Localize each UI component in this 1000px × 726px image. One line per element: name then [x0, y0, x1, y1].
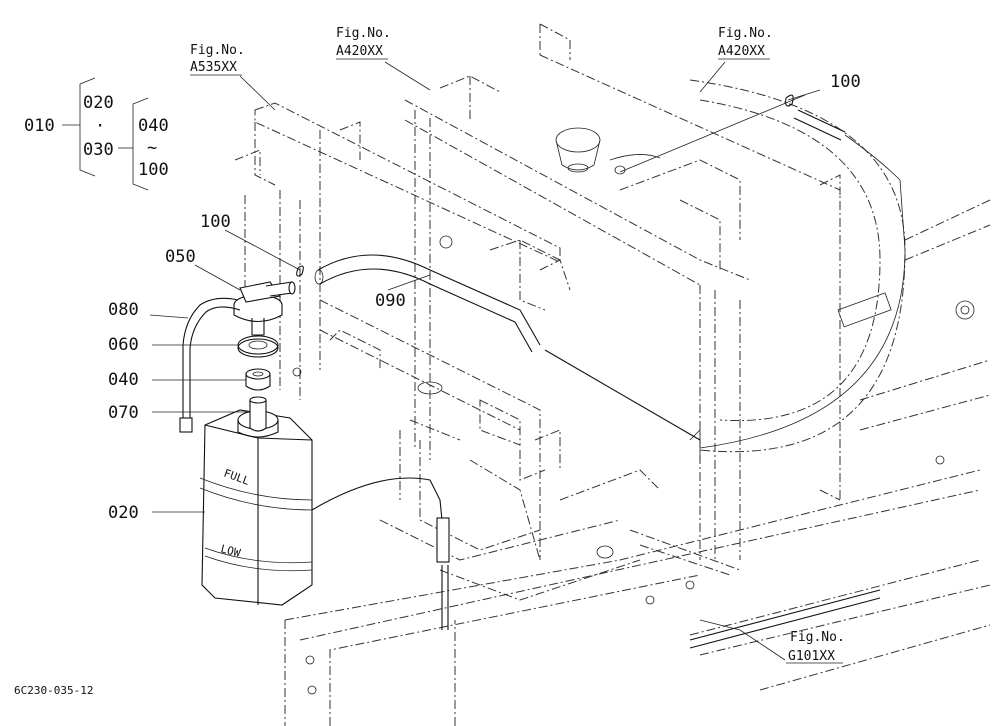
- fig-caption: Fig.No.: [718, 26, 773, 41]
- tank-low-mark: LOW: [219, 542, 242, 560]
- fig-number: A420XX: [718, 44, 765, 59]
- figure-ref-a420-left: Fig.No. A420XX: [336, 26, 391, 60]
- label-060: 060: [108, 335, 139, 355]
- group-bracket: [62, 77, 149, 191]
- part-040-seal: [245, 368, 271, 391]
- figure-ref-g101: Fig.No. G101XX: [786, 630, 845, 664]
- radiator: [404, 23, 906, 576]
- hose-090: [314, 254, 541, 353]
- label-020-group: 020: [83, 93, 114, 113]
- chassis-frame: [284, 199, 991, 726]
- drawing-code: 6C230-035-12: [14, 684, 93, 697]
- label-100-left: 100: [200, 212, 231, 232]
- label-040-group: 040: [138, 116, 169, 136]
- figure-ref-a535: Fig.No. A535XX: [190, 43, 245, 76]
- group-bracket-labels: 010 020 · 030 040 ~ 100: [24, 93, 169, 180]
- label-020: 020: [108, 503, 139, 523]
- fig-number: A535XX: [190, 60, 237, 75]
- hose-overflow-right: [544, 109, 906, 449]
- reserve-tank: FULL LOW: [199, 409, 313, 606]
- part-050-cap: [233, 281, 296, 336]
- label-090: 090: [375, 291, 406, 311]
- label-010: 010: [24, 116, 55, 136]
- fig-number: A420XX: [336, 44, 383, 59]
- upper-frame: [234, 102, 661, 601]
- fig-number: G101XX: [788, 649, 835, 664]
- part-070-neck: [249, 396, 267, 432]
- hose-drain: [311, 477, 450, 630]
- fig-caption: Fig.No.: [336, 26, 391, 41]
- label-tilde-group: ~: [147, 138, 157, 158]
- label-080: 080: [108, 300, 139, 320]
- hose-080: [179, 297, 241, 433]
- label-050: 050: [165, 247, 196, 267]
- fig-caption: Fig.No.: [790, 630, 845, 645]
- leader-lines: [149, 61, 821, 661]
- clips-100: [296, 94, 794, 277]
- label-030-group: 030: [83, 140, 114, 160]
- figure-ref-a420-right: Fig.No. A420XX: [718, 26, 773, 60]
- label-040: 040: [108, 370, 139, 390]
- label-070: 070: [108, 403, 139, 423]
- part-labels: 100 100 050 080 060 040 070 020 090: [108, 72, 861, 523]
- fig-caption: Fig.No.: [190, 43, 245, 58]
- label-100-group: 100: [138, 160, 169, 180]
- part-060-gasket: [237, 335, 279, 358]
- label-dot-group: ·: [95, 116, 105, 136]
- label-100-top: 100: [830, 72, 861, 92]
